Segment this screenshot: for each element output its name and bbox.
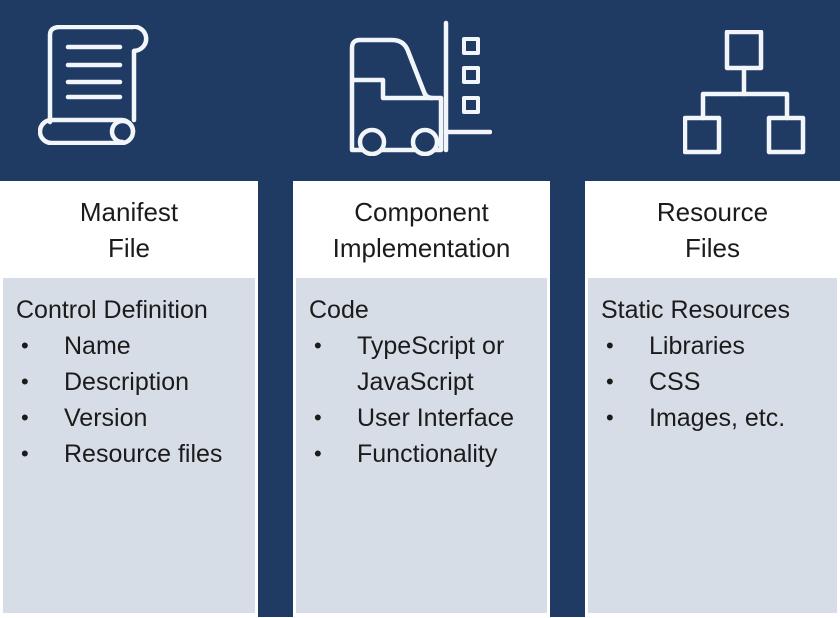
- body-heading: Code: [309, 296, 369, 324]
- list-item: • Name: [16, 328, 249, 364]
- bullet-marker: •: [314, 333, 322, 358]
- list-item: • CSS: [601, 364, 831, 400]
- bullet-marker: •: [606, 369, 614, 394]
- card-resource-files: Resource Files Static Resources • Librar…: [585, 181, 840, 613]
- bullet-marker: •: [21, 441, 29, 466]
- bullet-marker: •: [21, 405, 29, 430]
- card-title: Resource Files: [585, 181, 840, 278]
- card-component-implementation: Component Implementation Code • TypeScri…: [293, 181, 550, 613]
- card-title: Component Implementation: [293, 181, 550, 278]
- list-item: • Resource files: [16, 436, 249, 472]
- card-title-line: Files: [685, 233, 740, 263]
- bullet-list: • Libraries • CSS • Images, etc.: [601, 328, 831, 436]
- card-title-line: File: [108, 233, 150, 263]
- list-item: • TypeScript or JavaScript: [309, 328, 541, 400]
- bullet-text: Name: [64, 332, 131, 360]
- list-item: • Description: [16, 364, 249, 400]
- list-item: • Functionality: [309, 436, 541, 472]
- sitemap-icon: [683, 30, 806, 155]
- bullet-marker: •: [606, 405, 614, 430]
- card-body: Static Resources • Libraries • CSS • Ima…: [588, 278, 837, 613]
- forklift-icon: [349, 20, 492, 156]
- list-item: • Images, etc.: [601, 400, 831, 436]
- card-title-line: Component: [354, 197, 489, 227]
- bullet-list: • Name • Description • Version • Resourc…: [16, 328, 249, 472]
- card-body: Control Definition • Name • Description …: [3, 278, 255, 613]
- card-title-line: Manifest: [79, 197, 179, 227]
- bullet-list: • TypeScript or JavaScript • User Interf…: [309, 328, 541, 472]
- body-heading: Control Definition: [16, 296, 208, 324]
- scroll-icon: [38, 25, 149, 145]
- list-item: • User Interface: [309, 400, 541, 436]
- bullet-text: Description: [64, 368, 190, 396]
- bullet-text: Resource files: [64, 440, 223, 468]
- card-title: Manifest File: [0, 181, 258, 278]
- bullet-marker: •: [21, 369, 29, 394]
- bullet-text: Libraries: [649, 332, 745, 360]
- bullet-text: CSS: [649, 368, 701, 396]
- card-body: Code • TypeScript or JavaScript • User I…: [296, 278, 547, 613]
- body-heading: Static Resources: [601, 296, 790, 324]
- bullet-text: Functionality: [357, 440, 498, 468]
- icon-band: [0, 0, 840, 181]
- bullet-text: Version: [64, 404, 148, 432]
- bullet-marker: •: [314, 405, 322, 430]
- list-item: • Version: [16, 400, 249, 436]
- bullet-text: TypeScript or JavaScript: [357, 332, 505, 396]
- bullet-marker: •: [21, 333, 29, 358]
- bullet-text: Images, etc.: [649, 404, 786, 432]
- bullet-marker: •: [314, 441, 322, 466]
- bullet-marker: •: [606, 333, 614, 358]
- column-divider: [258, 181, 293, 617]
- list-item: • Libraries: [601, 328, 831, 364]
- bullet-text: User Interface: [357, 404, 515, 432]
- card-title-line: Implementation: [332, 233, 511, 263]
- column-divider: [550, 181, 585, 617]
- card-manifest-file: Manifest File Control Definition • Name …: [0, 181, 258, 613]
- card-title-line: Resource: [656, 197, 769, 227]
